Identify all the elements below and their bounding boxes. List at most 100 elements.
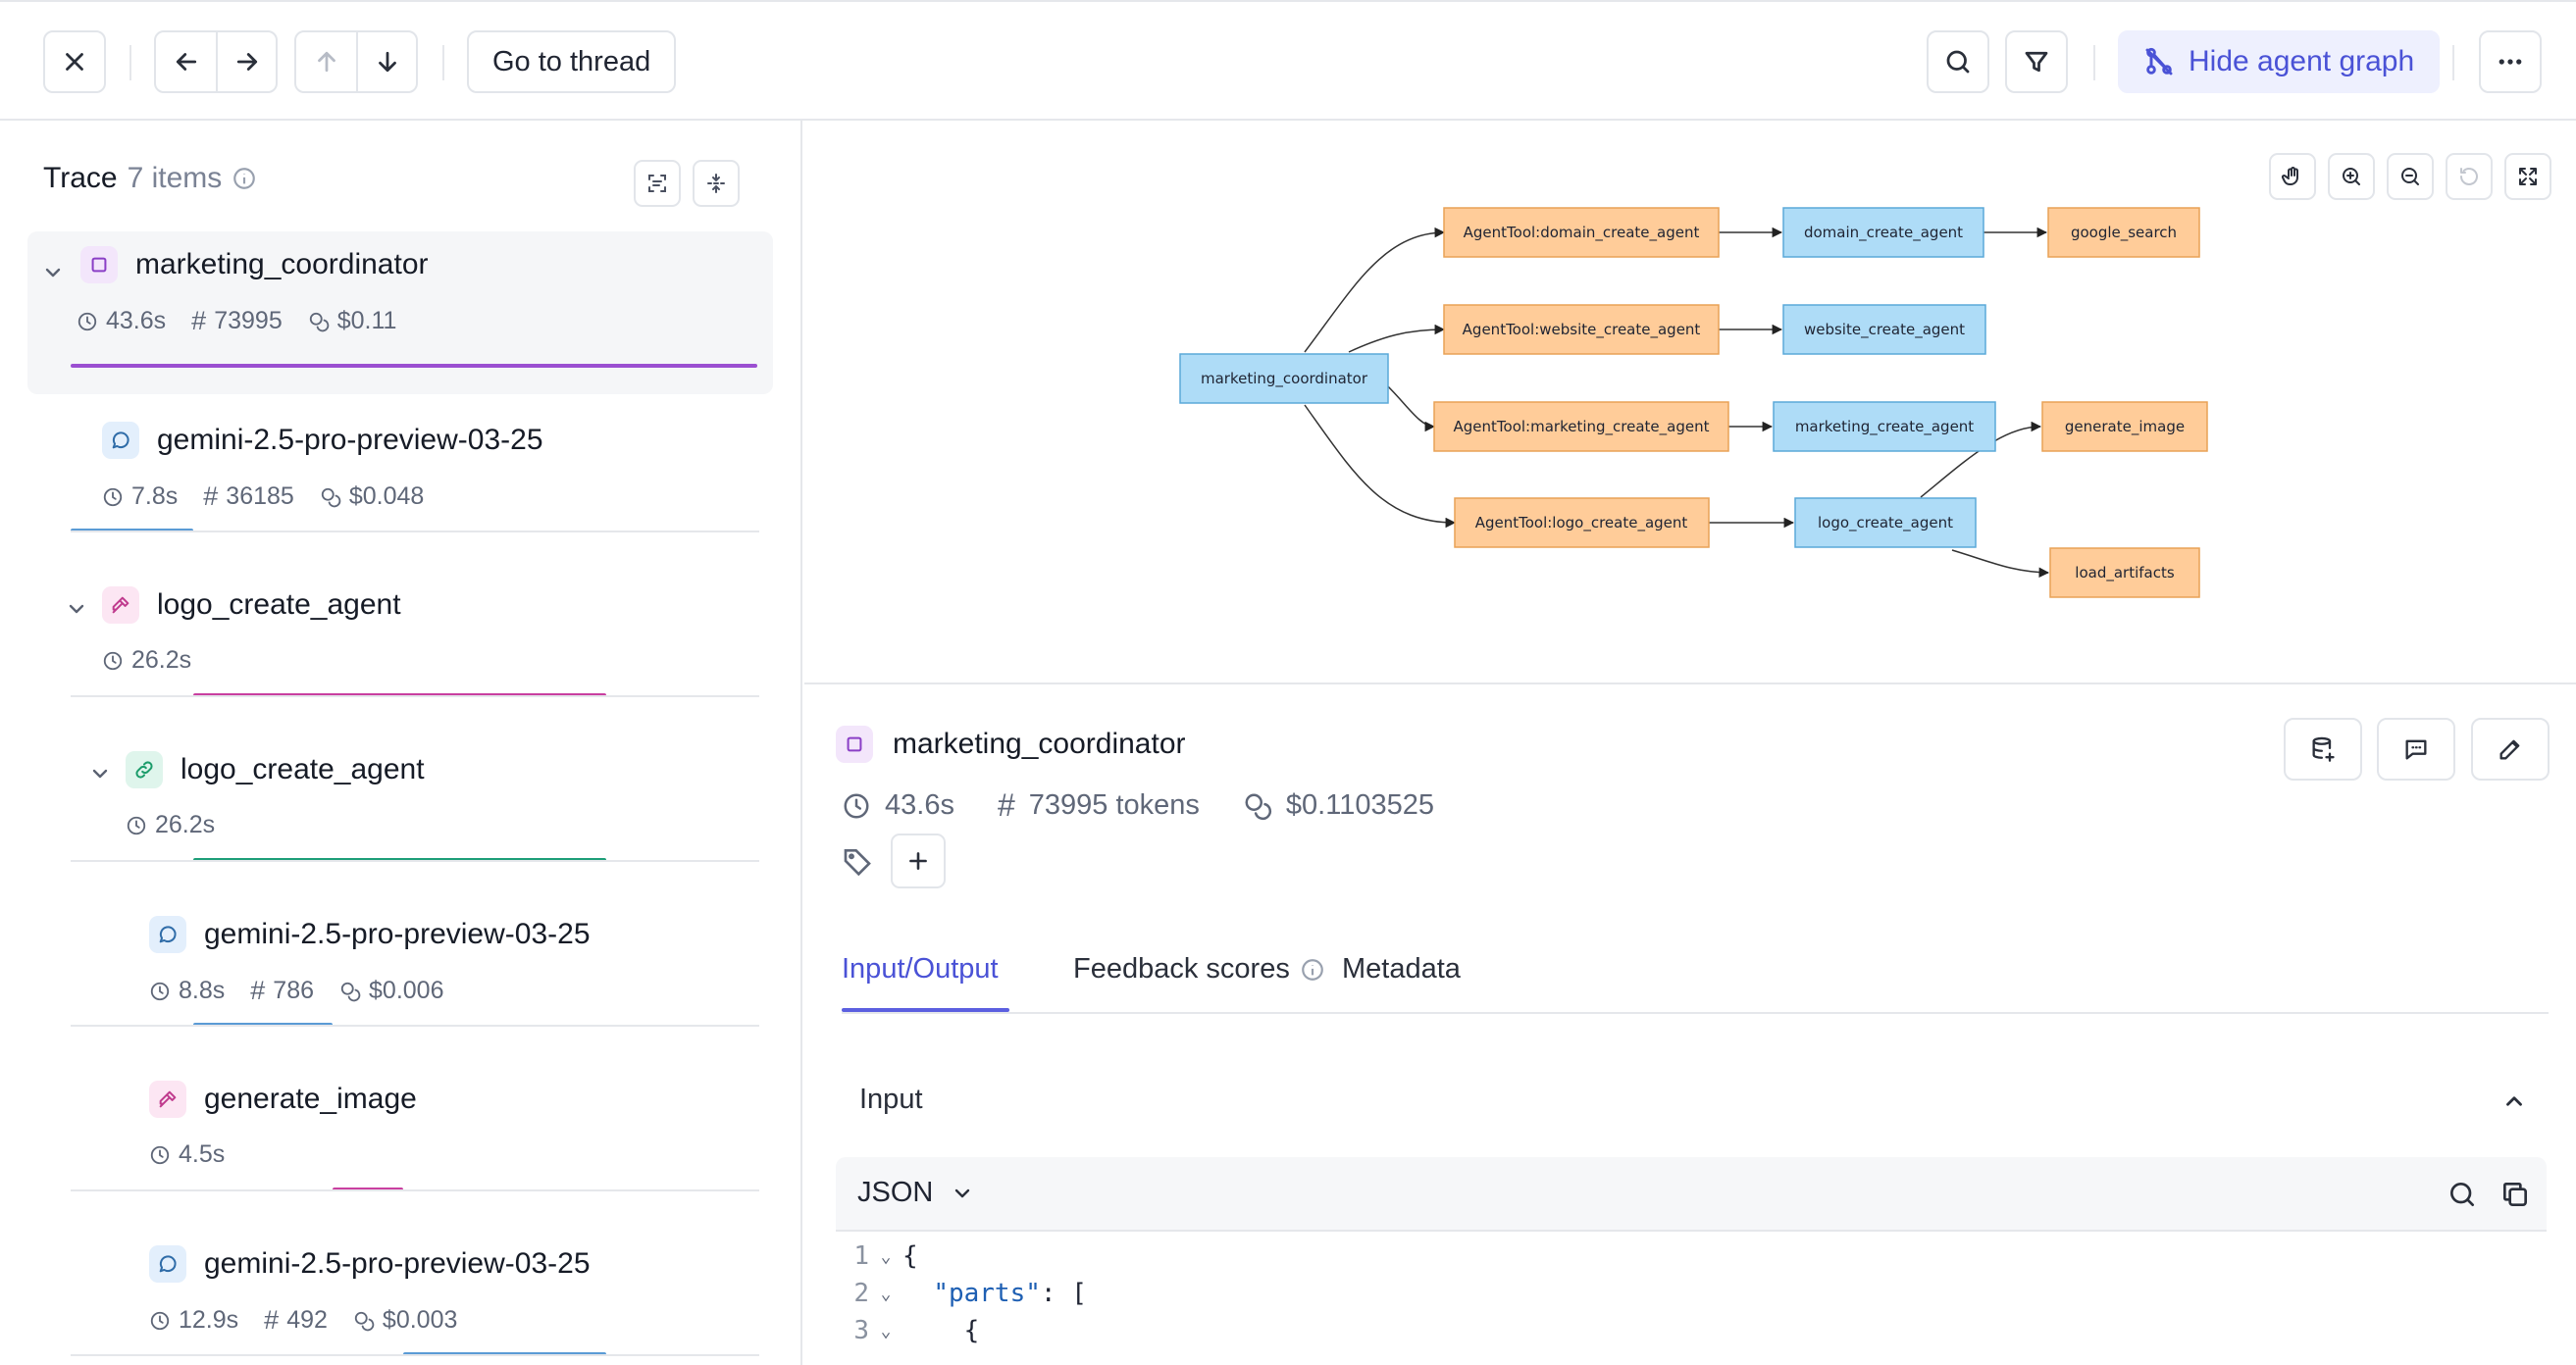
- chevron-down-icon[interactable]: [41, 261, 65, 284]
- code-body[interactable]: 1⌄{ 2⌄ "parts": [ 3⌄ {: [836, 1232, 2547, 1365]
- hand-icon: [2281, 167, 2298, 185]
- zoom-out-button[interactable]: [2387, 153, 2434, 200]
- trace-row[interactable]: logo_create_agent 26.2s: [27, 570, 773, 697]
- edit-button[interactable]: [2471, 718, 2550, 781]
- more-horizontal-icon: [2499, 59, 2522, 65]
- chevron-down-icon[interactable]: [65, 597, 88, 621]
- clock-icon: [103, 487, 123, 506]
- trace-row[interactable]: generate_image 4.5s: [27, 1064, 773, 1191]
- reset-view-button[interactable]: [2446, 153, 2493, 200]
- tab-input-output[interactable]: Input/Output: [842, 953, 999, 985]
- pan-button[interactable]: [2269, 153, 2316, 200]
- detail-header: marketing_coordinator: [836, 726, 1186, 763]
- duration: 26.2s: [102, 646, 191, 675]
- arrow-up-icon: [317, 51, 335, 73]
- fold-toggle-icon[interactable]: ⌄: [880, 1283, 892, 1304]
- trace-row[interactable]: gemini-2.5-pro-preview-03-25 8.8s #786 $…: [27, 899, 773, 1027]
- divider: [442, 45, 444, 80]
- span-name: gemini-2.5-pro-preview-03-25: [204, 1247, 591, 1280]
- arrow-left-icon: [176, 53, 196, 71]
- cost: $0.1103525: [1243, 789, 1434, 822]
- more-options-button[interactable]: [2479, 30, 2542, 93]
- chevron-up-icon[interactable]: [2501, 1088, 2527, 1114]
- graph-node-label: AgentTool:logo_create_agent: [1475, 514, 1688, 532]
- code-viewer-header: JSON: [836, 1157, 2547, 1232]
- maximize-icon: [2519, 168, 2537, 185]
- info-icon[interactable]: [232, 166, 257, 191]
- close-button[interactable]: [43, 30, 106, 93]
- code-line: 2⌄ "parts": [: [853, 1279, 1087, 1308]
- graph-node-label: generate_image: [2065, 418, 2185, 436]
- graph-edge: [1304, 404, 1457, 529]
- hide-agent-graph-button[interactable]: Hide agent graph: [2118, 30, 2441, 93]
- prev-next-group: [154, 30, 278, 93]
- filter-button[interactable]: [2005, 30, 2068, 93]
- chevron-down-icon: [955, 1188, 970, 1197]
- plus-icon: [909, 852, 927, 870]
- trace-row[interactable]: gemini-2.5-pro-preview-03-25 12.9s #492 …: [27, 1229, 773, 1356]
- hash-icon: #: [191, 306, 207, 335]
- active-tab-indicator: [842, 1008, 1009, 1012]
- next-button[interactable]: [216, 32, 276, 91]
- collapse-all-button[interactable]: [693, 160, 740, 207]
- row-divider: [71, 860, 759, 862]
- add-tag-button[interactable]: [891, 834, 946, 888]
- search-icon[interactable]: [2447, 1179, 2478, 1210]
- fold-toggle-icon[interactable]: ⌄: [880, 1320, 892, 1341]
- graph-node-logo-agent: [1794, 497, 1977, 548]
- trace-row[interactable]: logo_create_agent 26.2s: [27, 734, 773, 862]
- move-up-button[interactable]: [296, 32, 356, 91]
- duration: 7.8s: [102, 482, 178, 511]
- graph-node-label: domain_create_agent: [1804, 224, 1963, 242]
- comment-button[interactable]: [2377, 718, 2455, 781]
- fullscreen-button[interactable]: [2504, 153, 2551, 200]
- top-toolbar: Go to thread Hide agent graph: [0, 0, 2576, 121]
- chevron-down-icon[interactable]: [88, 762, 112, 785]
- arrow-down-icon: [378, 51, 396, 73]
- graph-node-website-agent: [1782, 304, 1986, 355]
- llm-span-icon: [102, 422, 139, 459]
- tab-metadata[interactable]: Metadata: [1342, 953, 1461, 985]
- graph-node-tool-website: [1443, 304, 1720, 355]
- graph-node-load-artifacts: [2049, 547, 2200, 598]
- graph-node-label: marketing_create_agent: [1795, 418, 1974, 436]
- trace-header: Trace 7 items: [43, 162, 257, 195]
- format-select[interactable]: JSON: [857, 1177, 974, 1209]
- tokens: #492: [264, 1305, 328, 1335]
- tab-feedback-scores[interactable]: Feedback scores: [1073, 953, 1325, 986]
- add-to-dataset-button[interactable]: [2284, 718, 2362, 781]
- coins-icon: [1245, 793, 1271, 820]
- fold-toggle-icon[interactable]: ⌄: [880, 1245, 892, 1267]
- span-name: gemini-2.5-pro-preview-03-25: [204, 918, 591, 950]
- copy-icon[interactable]: [2499, 1179, 2531, 1210]
- detail-title: marketing_coordinator: [893, 728, 1186, 760]
- coins-icon: [321, 487, 341, 507]
- close-icon: [66, 53, 83, 71]
- graph-node-label: website_create_agent: [1804, 321, 1965, 339]
- duration: 43.6s: [77, 307, 166, 335]
- trace-row[interactable]: gemini-2.5-pro-preview-03-25 7.8s #36185…: [27, 405, 773, 532]
- graph-node-tool-marketing: [1433, 401, 1729, 452]
- hash-icon: #: [203, 481, 219, 511]
- code-line: 1⌄{: [853, 1241, 918, 1271]
- llm-span-icon: [149, 916, 186, 953]
- span-name: logo_create_agent: [157, 588, 401, 621]
- hide-agent-graph-label: Hide agent graph: [2189, 45, 2415, 77]
- trace-row[interactable]: marketing_coordinator 43.6s #73995 $0.11: [27, 231, 773, 394]
- go-to-thread-button[interactable]: Go to thread: [467, 30, 677, 93]
- hash-icon: #: [264, 1305, 280, 1335]
- graph-node-tool-domain: [1443, 207, 1720, 258]
- move-down-button[interactable]: [356, 32, 416, 91]
- zoom-in-button[interactable]: [2328, 153, 2375, 200]
- hash-icon: #: [250, 976, 266, 1005]
- divider: [129, 45, 131, 80]
- input-section-title[interactable]: Input: [859, 1084, 923, 1115]
- duration: 12.9s: [149, 1306, 238, 1335]
- search-button[interactable]: [1927, 30, 1989, 93]
- previous-button[interactable]: [156, 32, 216, 91]
- expand-all-button[interactable]: [634, 160, 681, 207]
- span-detail-panel: marketing_coordinator 43.6s #73995 token…: [804, 686, 2576, 1365]
- duration: 43.6s: [842, 789, 954, 822]
- filter-icon: [2025, 51, 2048, 73]
- graph-node-label: marketing_coordinator: [1201, 370, 1368, 388]
